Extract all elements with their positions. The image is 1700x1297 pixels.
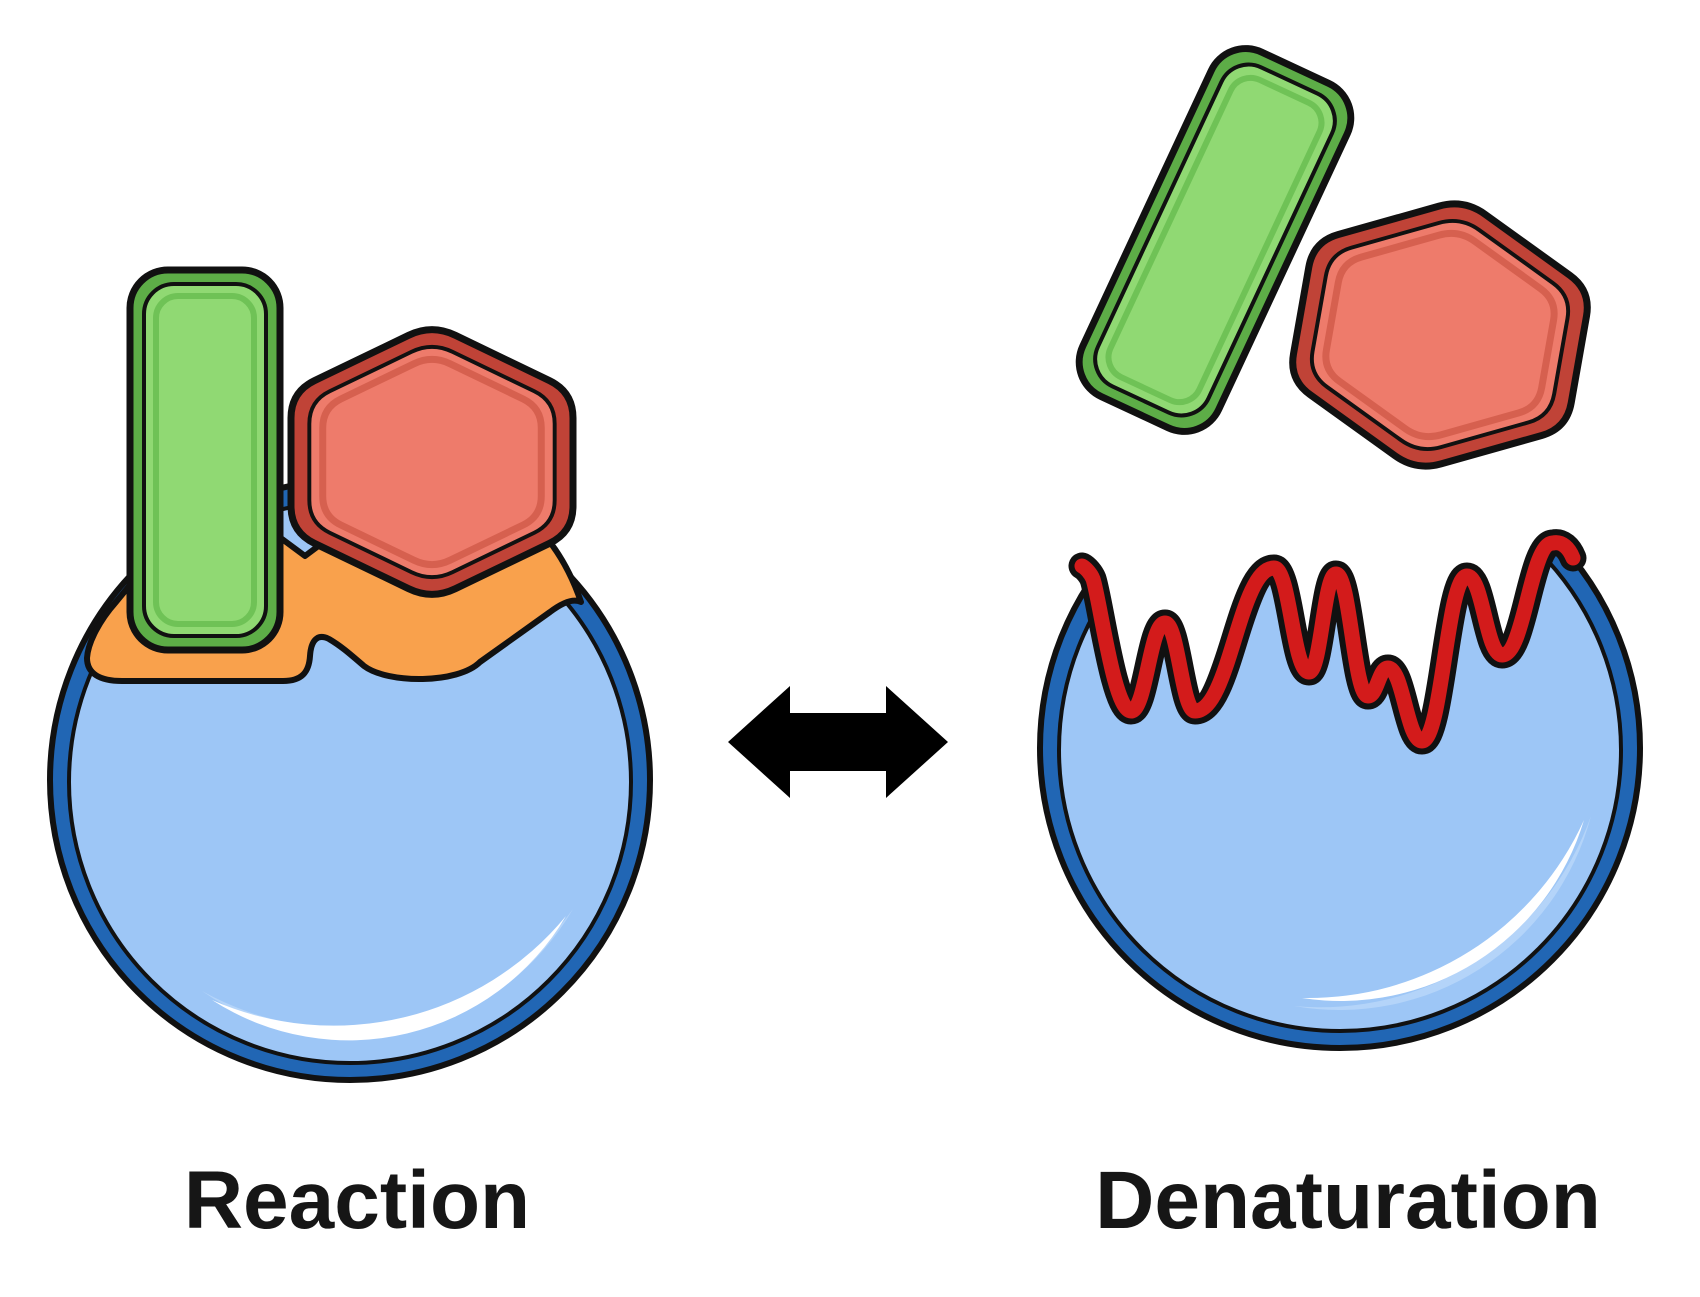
squiggle-red-band: [1074, 535, 1581, 749]
double-headed-equilibrium-arrow-icon: [728, 686, 948, 798]
substrate-rectangle: [130, 270, 280, 650]
substrate-hexagon: [291, 330, 573, 595]
denaturation-label: Denaturation: [1095, 1155, 1601, 1246]
denatured-active-site-squiggle: [1068, 529, 1587, 755]
reaction-label: Reaction: [184, 1155, 530, 1246]
denatured-enzyme-highlight: [1302, 820, 1584, 1001]
reaction-panel: Reaction: [47, 270, 653, 1246]
denaturation-panel: Denaturation: [1037, 36, 1643, 1246]
